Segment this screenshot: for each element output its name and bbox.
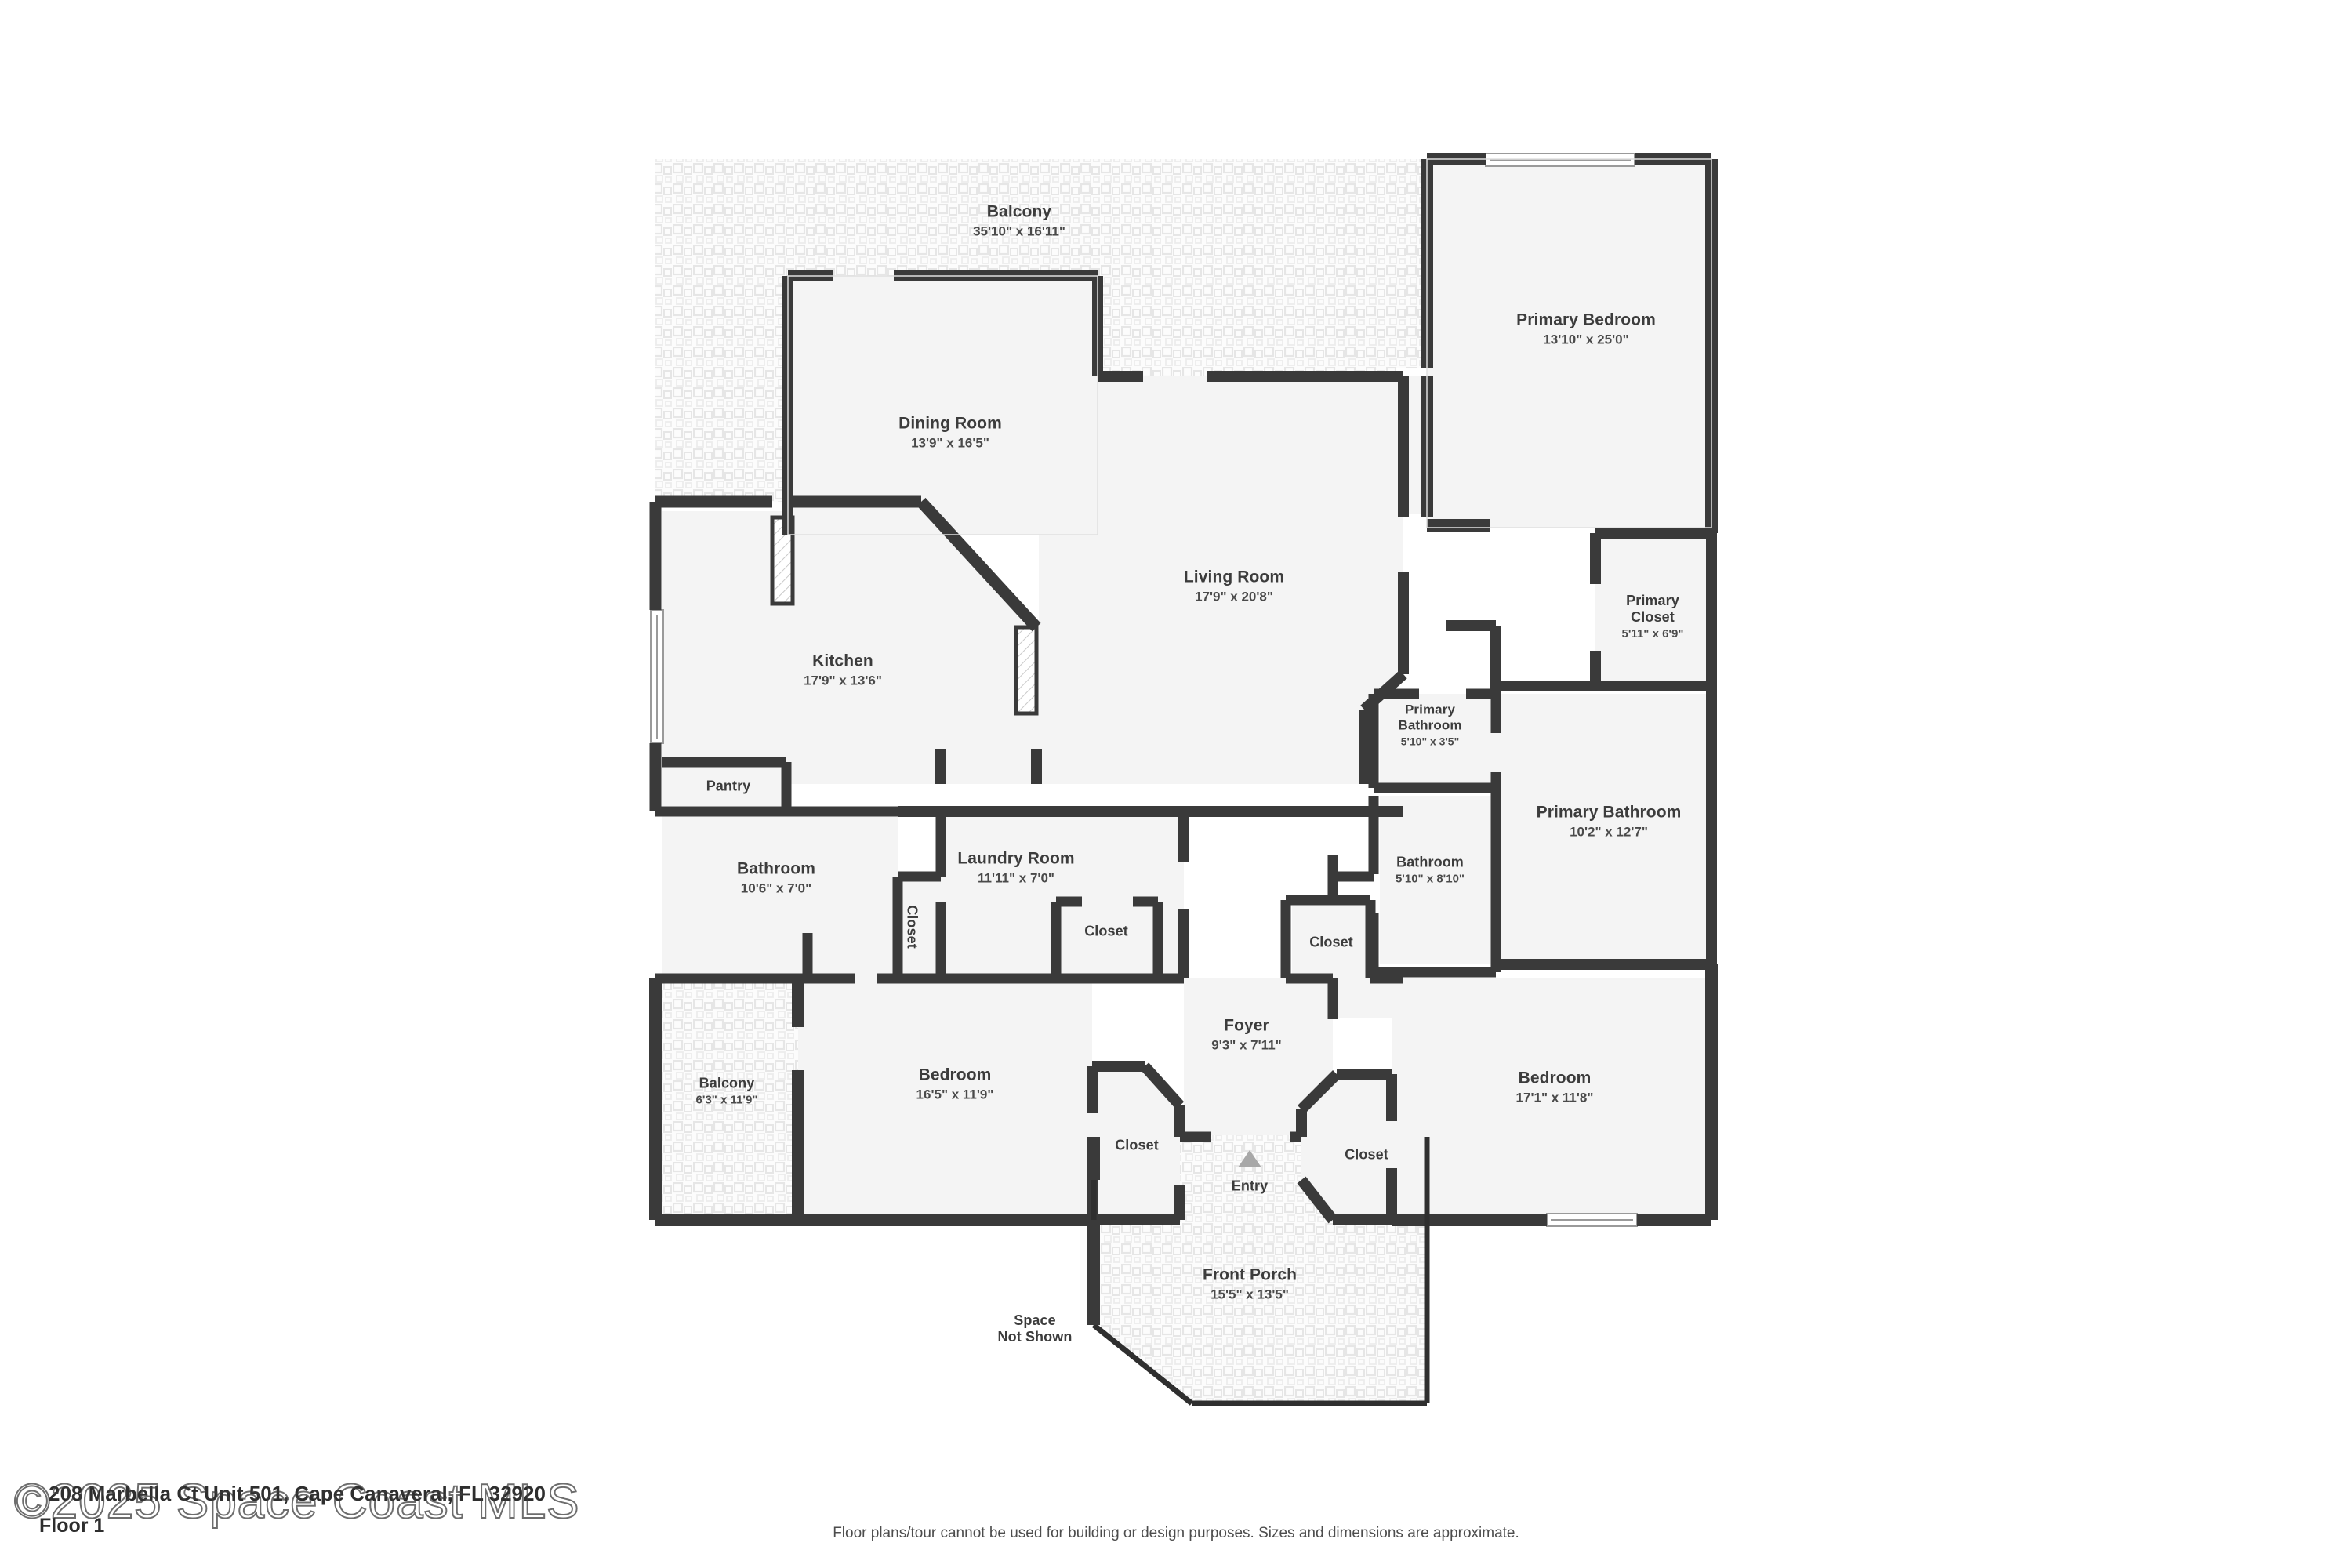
bathroom-center-fill (1380, 796, 1496, 964)
footer: 208 Marbella Ct Unit 501, Cape Canaveral… (0, 1474, 2352, 1568)
disclaimer-text: Floor plans/tour cannot be used for buil… (833, 1525, 1519, 1541)
primary-bathroom-small-fill (1380, 694, 1496, 786)
floor-label: Floor 1 (39, 1515, 105, 1537)
primary-bedroom-fill (1427, 159, 1709, 528)
primary-closet-fill (1595, 533, 1711, 686)
interior-fills (662, 159, 1711, 1220)
closet-vertical-fill (898, 877, 941, 978)
property-address: 208 Marbella Ct Unit 501, Cape Canaveral… (49, 1482, 546, 1505)
pantry-fill (662, 767, 786, 806)
bedroom-left-fill (798, 978, 1092, 1220)
primary-bathroom-fill (1496, 694, 1711, 964)
balcony-top-surface (655, 159, 1427, 502)
closet-bed-right-fill (1301, 1074, 1392, 1220)
bedroom-right-fill (1392, 978, 1711, 1220)
dining-room-fill (788, 276, 1098, 535)
closet-hall-fill (1292, 906, 1370, 978)
kitchen-door-hatch-2 (1014, 625, 1039, 716)
living-room-fill-upper (1098, 376, 1427, 514)
balcony-bottom-surface (655, 978, 798, 1220)
living-room-fill (1039, 511, 1403, 784)
kitchen-fill (662, 511, 1039, 784)
closet-laundry-fill (1056, 902, 1158, 978)
floor-plan-drawing (649, 153, 1718, 1406)
room-outlines (787, 158, 1712, 535)
closet-bed-left-fill (1092, 1066, 1180, 1220)
bathroom-left-fill (662, 811, 898, 978)
